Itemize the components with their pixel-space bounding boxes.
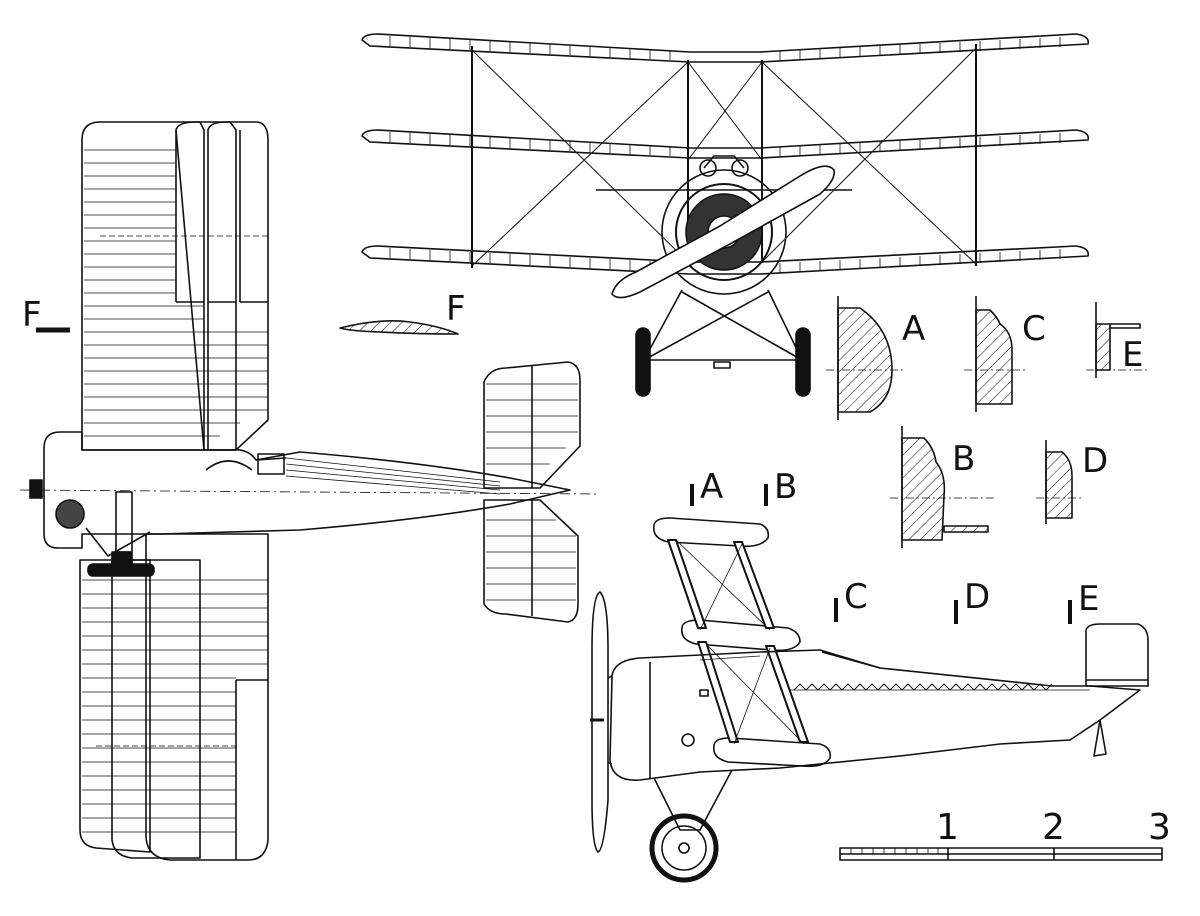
front-top-wing [361,33,1090,63]
strut-section-e [1095,323,1111,371]
side-fuselage [609,649,1141,781]
front-bottom-wing [361,245,1090,275]
plan-tailplane-lower [483,499,579,623]
scale-mark-1: 1 [936,807,959,848]
airfoil-section [339,320,459,335]
front-cowling [661,169,787,295]
side-view [590,517,1149,883]
plan-lower-wing-1 [79,559,151,853]
plan-upper-wing-3 [207,121,269,451]
side-rudder [1085,623,1149,687]
plan-view [19,121,601,861]
station-b-label: B [774,467,798,507]
plan-fuselage [43,431,571,549]
strut-section-a [837,307,893,413]
plan-tailplane-upper [483,361,581,489]
front-propeller [611,165,836,299]
scale-bar [839,847,1163,861]
strut-section-c [975,309,1013,405]
side-longeron-zigzag [793,683,1053,691]
front-left-wheel [635,327,651,397]
plan-section-label: F [22,295,42,335]
plan-engine-cylinders [55,499,85,529]
plan-lower-wing-3 [145,533,269,861]
station-c-label: C [844,577,868,617]
strut-section-b-label: B [952,439,976,479]
scale-mark-2: 2 [1042,807,1065,848]
strut-section-a-label: A [902,309,926,349]
station-a-label: A [700,467,724,507]
front-view [361,33,1090,397]
front-right-wheel [795,327,811,397]
scale-mark-3: 3 [1148,807,1171,848]
strut-section-c-label: C [1022,309,1046,349]
side-propeller [591,591,609,853]
strut-section-d-label: D [1082,441,1109,481]
plan-upper-wing-1 [81,121,205,451]
side-top-wing [652,517,770,548]
plan-upper-wing-2 [175,121,237,451]
strut-sections [826,296,1148,548]
side-middle-wing [680,619,801,652]
strut-section-b [901,437,946,541]
plan-lower-wing-2 [111,559,201,859]
side-bottom-wing [712,737,832,768]
strut-section-e-label: E [1122,335,1144,375]
station-d-label: D [964,577,991,617]
station-e-label: E [1078,579,1100,619]
side-wheel [649,813,719,883]
strut-section-d [1045,451,1073,519]
airfoil-section-label: F [446,289,466,329]
front-middle-wing [361,129,1090,159]
